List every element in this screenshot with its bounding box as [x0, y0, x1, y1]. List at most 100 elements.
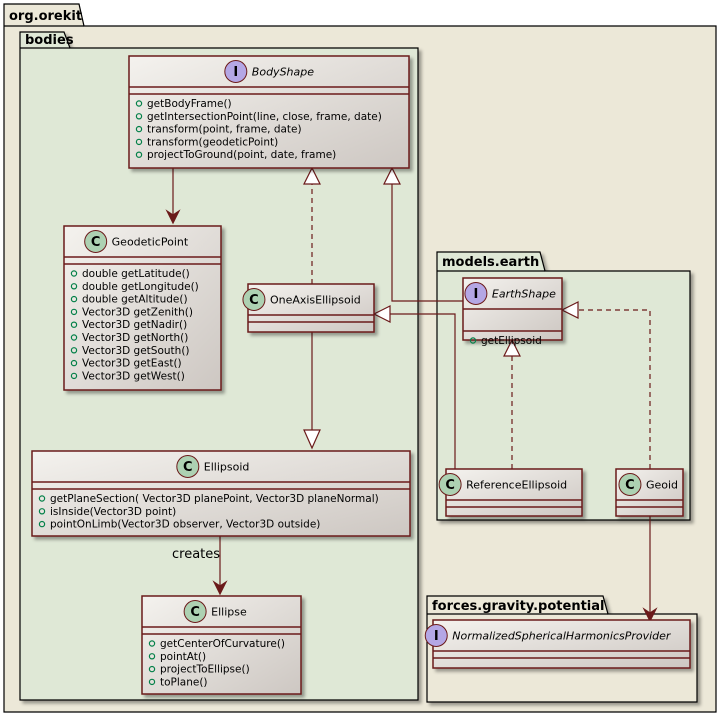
method-label: double getAltitude(): [82, 294, 188, 306]
class-normalized-spherical-harmonics-provider[interactable]: I NormalizedSphericalHarmonicsProvider: [424, 619, 691, 669]
package-label-org-orekit: org.orekit: [9, 9, 82, 24]
badge-letter: C: [625, 478, 635, 493]
method-label: pointOnLimb(Vector3D observer, Vector3D …: [50, 519, 320, 531]
public-method-icon: [135, 113, 143, 120]
extend-referenceellipsoid-oneaxis: [372, 305, 456, 470]
public-method-icon: [70, 334, 78, 341]
class-earth-shape[interactable]: I EarthShape getEllipsoid: [462, 277, 563, 347]
class-one-axis-ellipsoid[interactable]: C OneAxisEllipsoid: [242, 283, 375, 333]
public-method-icon: [469, 337, 477, 344]
class-reference-ellipsoid[interactable]: C ReferenceEllipsoid: [438, 468, 583, 517]
method-label: toPlane(): [160, 676, 208, 688]
class-ellipsoid[interactable]: C Ellipsoid getPlaneSection( Vector3D plan…: [31, 450, 411, 537]
extend-earthshape-bodyshape: [383, 166, 463, 302]
method-label: transform(geodeticPoint): [147, 136, 278, 148]
public-method-icon: [70, 372, 78, 380]
method-label: getEllipsoid: [481, 335, 542, 347]
class-box: [63, 225, 222, 391]
public-method-icon: [70, 283, 78, 290]
class-name: NormalizedSphericalHarmonicsProvider: [452, 630, 672, 643]
badge-letter: C: [183, 460, 193, 475]
relationships: [165, 166, 658, 623]
class-badge-icon: [618, 473, 642, 496]
package-label-models-earth: models.earth: [442, 255, 539, 270]
public-method-icon: [70, 321, 78, 328]
class-name: BodyShape: [252, 66, 314, 79]
class-box: [31, 450, 411, 537]
badge-letter: C: [445, 478, 455, 493]
interface-badge-icon: [224, 60, 248, 83]
public-method-icon: [148, 653, 156, 660]
method-label: Vector3D getNorth(): [82, 332, 188, 344]
method-label: Vector3D getEast(): [82, 358, 182, 370]
public-method-icon: [70, 347, 78, 354]
method-label: isInside(Vector3D point): [50, 506, 176, 518]
public-method-icon: [148, 640, 156, 647]
public-method-icon: [38, 508, 46, 515]
method-label: Vector3D getWest(): [82, 370, 185, 382]
method-label: transform(point, frame, date): [147, 124, 302, 136]
public-method-icon: [135, 151, 143, 158]
badge-letter: C: [190, 605, 200, 620]
badge-letter: I: [473, 287, 478, 302]
class-name: EarthShape: [492, 288, 556, 301]
method-label: getCenterOfCurvature(): [160, 638, 285, 650]
badge-letter: I: [233, 65, 238, 80]
method-label: double getLongitude(): [82, 281, 199, 293]
method-label: projectToEllipse(): [160, 664, 250, 676]
class-name: OneAxisEllipsoid: [270, 294, 361, 307]
method-label: double getLatitude(): [82, 268, 190, 280]
interface-badge-icon: [424, 624, 448, 647]
class-box: [445, 468, 583, 517]
interface-badge-icon: [464, 282, 488, 305]
public-method-icon: [135, 138, 143, 146]
class-name: Geoid: [646, 479, 678, 492]
public-method-icon: [38, 495, 46, 502]
realize-geoid-earthshape: [560, 301, 651, 469]
class-geoid[interactable]: C Geoid: [615, 468, 684, 517]
public-method-icon: [70, 270, 78, 277]
class-box: [128, 55, 410, 169]
class-name: ReferenceEllipsoid: [466, 479, 567, 492]
package-label-forces: forces.gravity.potential: [432, 599, 604, 614]
class-box: [247, 283, 375, 333]
class-body-shape[interactable]: I BodyShape getBodyFrame()getIntersectionP…: [128, 55, 410, 169]
public-method-icon: [70, 295, 78, 303]
assoc-bodyshape-geodeticpoint: [165, 168, 181, 225]
badge-letter: C: [249, 293, 259, 308]
method-label: Vector3D getNadir(): [82, 319, 187, 331]
method-label: Vector3D getSouth(): [82, 345, 190, 357]
class-name: GeodeticPoint: [112, 236, 189, 249]
badge-letter: C: [91, 235, 101, 250]
method-label: getPlaneSection( Vector3D planePoint, Ve…: [50, 493, 379, 505]
class-box: [141, 595, 302, 695]
class-badge-icon: [438, 473, 462, 496]
method-label: Vector3D getZenith(): [82, 306, 193, 318]
badge-letter: I: [434, 629, 439, 644]
class-badge-icon: [242, 288, 266, 311]
method-label: getIntersectionPoint(line, close, frame,…: [147, 111, 382, 123]
class-badge-icon: [183, 600, 207, 623]
extend-oneaxis-ellipsoid: [303, 332, 321, 450]
class-box: [432, 619, 691, 669]
public-method-icon: [135, 125, 143, 133]
realize-oneaxis-bodyshape: [303, 166, 321, 284]
creates-label: creates: [172, 547, 220, 562]
public-method-icon: [148, 678, 156, 686]
class-badge-icon: [176, 455, 200, 478]
package-label-bodies: bodies: [25, 33, 74, 48]
assoc-geoid-provider: [642, 516, 658, 623]
class-name: Ellipsoid: [204, 461, 250, 474]
method-label: pointAt(): [160, 651, 206, 663]
public-method-icon: [148, 665, 156, 673]
realize-referenceellipsoid-earthshape: [503, 338, 521, 469]
public-method-icon: [70, 308, 78, 316]
class-badge-icon: [84, 230, 108, 253]
assoc-ellipsoid-ellipse: [212, 536, 228, 596]
public-method-icon: [70, 359, 78, 367]
public-method-icon: [135, 100, 143, 107]
method-label: getBodyFrame(): [147, 98, 232, 110]
